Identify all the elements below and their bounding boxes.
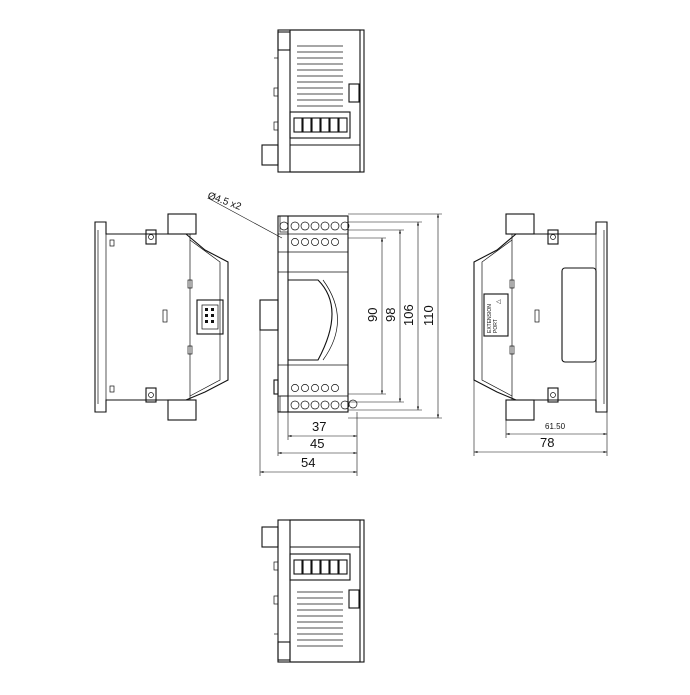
- bottom-view: [261, 519, 365, 663]
- front-view: [259, 215, 358, 413]
- hole-callout: Ø4.5 x2: [206, 190, 243, 212]
- dim-54: 54: [301, 455, 315, 470]
- dim-110: 110: [421, 305, 436, 326]
- extension-connector: [196, 299, 224, 335]
- left-side-view: [94, 213, 229, 421]
- dim-61-50: 61.50: [545, 422, 566, 431]
- top-terminal-numbers: [291, 238, 339, 246]
- dim-37: 37: [312, 419, 326, 434]
- top-view: [261, 29, 365, 173]
- dim-106: 106: [401, 304, 416, 326]
- port-label-line1: EXTENSION: [487, 304, 493, 333]
- vent-slots: [297, 45, 343, 107]
- dim-45: 45: [310, 436, 324, 451]
- vent-slots-bottom: [297, 591, 343, 647]
- dim-90: 90: [365, 308, 380, 322]
- top-screw-terminals: [290, 221, 350, 231]
- terminal-block-bottom: [289, 553, 351, 581]
- right-side-view: EXTENSION PORT △: [473, 213, 608, 421]
- warning-triangle-icon: △: [496, 299, 502, 304]
- bottom-screw-terminals: [290, 400, 350, 410]
- dim-98: 98: [383, 308, 398, 322]
- dimension-lines: Ø4.5 x2 90 98 106 110 37 45: [206, 190, 608, 476]
- bottom-terminal-numbers: [291, 384, 339, 392]
- dim-78: 78: [540, 435, 554, 450]
- port-label-line2: PORT: [493, 319, 499, 333]
- terminal-block-top: [289, 111, 351, 139]
